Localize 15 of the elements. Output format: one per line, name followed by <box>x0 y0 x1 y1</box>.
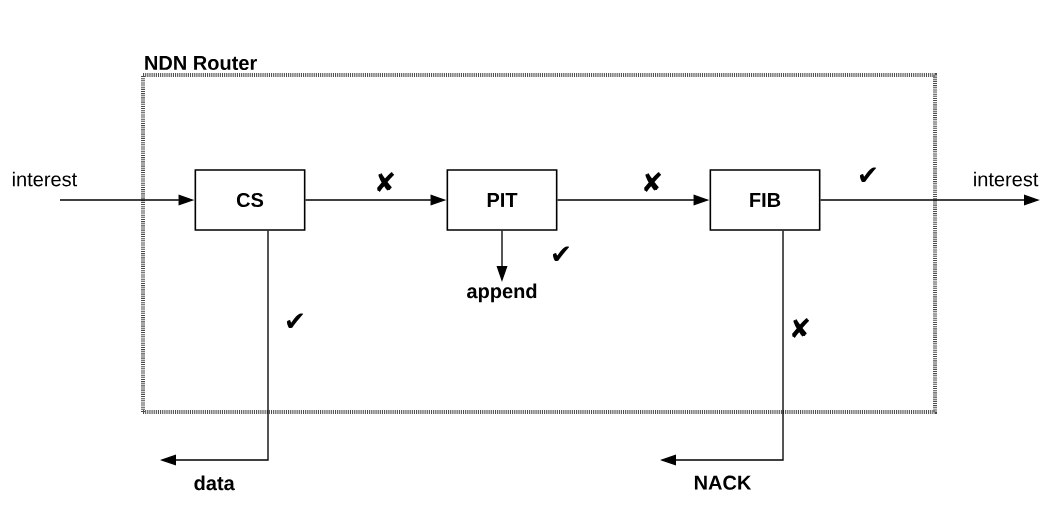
text-label: append <box>467 283 537 303</box>
text-label: data <box>194 475 235 491</box>
edge-label: ✔ <box>282 312 308 332</box>
text-label: interest <box>12 171 78 187</box>
process-box: PIT <box>446 169 558 231</box>
node-label: NDN Router <box>145 56 257 71</box>
text-label: NACK <box>694 475 752 490</box>
edge-label: ✔ <box>855 166 881 186</box>
text-label: interest <box>974 171 1039 187</box>
edge-label: ✘ <box>372 170 398 194</box>
edge-label: ✔ <box>548 245 574 265</box>
edge-label: ✘ <box>639 170 665 194</box>
edge-label: ✘ <box>787 316 813 340</box>
process-box: CS <box>194 169 306 231</box>
process-box: FIB <box>709 169 821 231</box>
